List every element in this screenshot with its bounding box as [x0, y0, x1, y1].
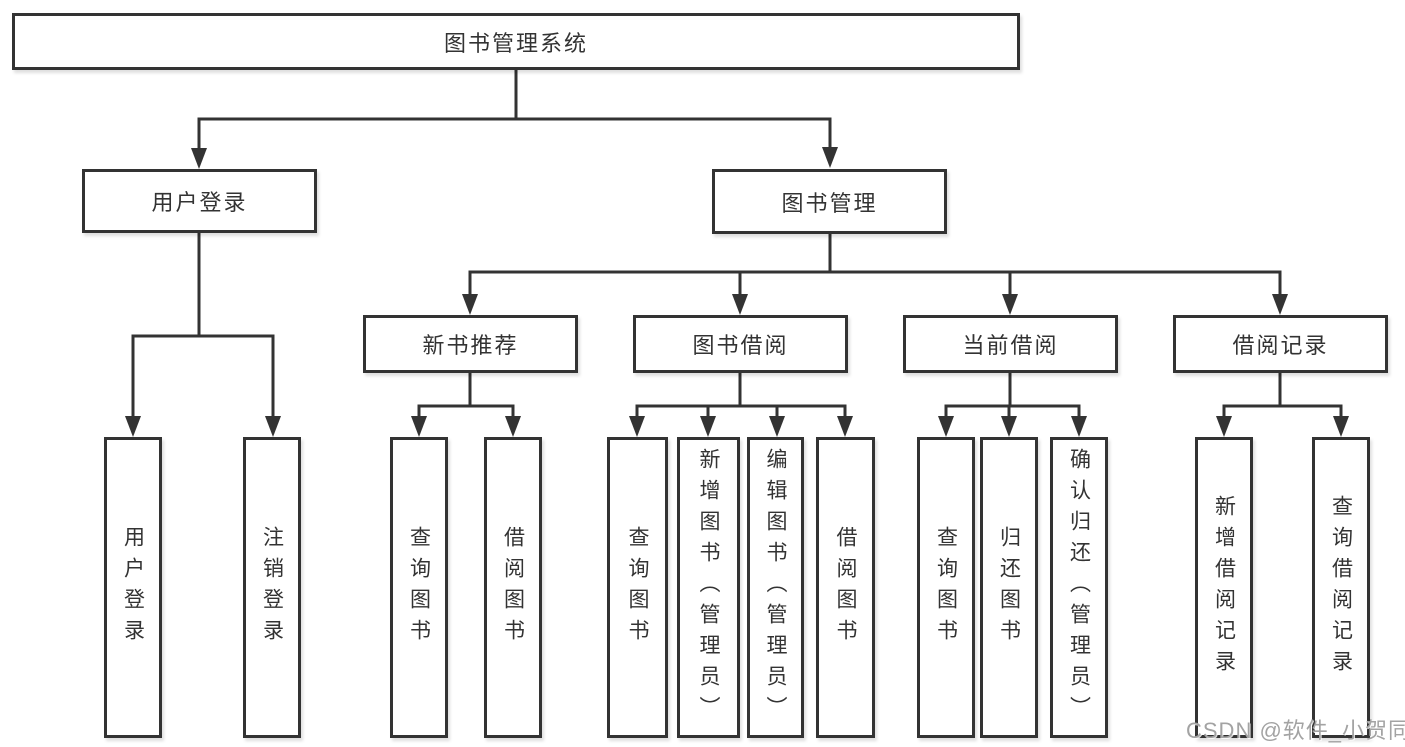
leaf-user-login-label: 用户登录 — [121, 525, 145, 650]
node-book-management-label: 图书管理 — [781, 190, 878, 216]
leaf-query-books-borrow-label: 查询图书 — [626, 525, 650, 650]
arrowheads — [125, 147, 1349, 437]
node-book-management: 图书管理 — [712, 169, 947, 234]
node-new-book-recommend-label: 新书推荐 — [422, 333, 519, 358]
node-current-borrow-label: 当前借阅 — [962, 333, 1059, 358]
leaf-query-books-recommend-label: 查询图书 — [407, 525, 431, 650]
leaf-add-books-admin-label: 新增图书（管理员） — [697, 448, 721, 727]
leaf-add-borrow-record-label: 新增借阅记录 — [1212, 494, 1236, 681]
root-node-label: 图书管理系统 — [443, 30, 588, 56]
root-node: 图书管理系统 — [12, 13, 1020, 70]
leaf-add-books-admin: 新增图书（管理员） — [677, 437, 740, 738]
node-current-borrow: 当前借阅 — [903, 315, 1118, 373]
leaf-borrow-books: 借阅图书 — [816, 437, 875, 738]
leaf-borrow-books-recommend: 借阅图书 — [484, 437, 542, 738]
node-book-borrow: 图书借阅 — [633, 315, 848, 373]
leaf-borrow-books-recommend-label: 借阅图书 — [501, 525, 525, 650]
leaf-return-books-label: 归还图书 — [997, 525, 1021, 650]
leaf-query-books-current-label: 查询图书 — [934, 525, 958, 650]
node-user-login: 用户登录 — [82, 169, 317, 233]
leaf-edit-books-admin: 编辑图书（管理员） — [747, 437, 804, 738]
leaf-query-borrow-record: 查询借阅记录 — [1312, 437, 1370, 738]
node-borrow-records-label: 借阅记录 — [1232, 333, 1329, 358]
leaf-query-borrow-record-label: 查询借阅记录 — [1329, 494, 1353, 681]
leaf-query-books-current: 查询图书 — [917, 437, 975, 738]
node-new-book-recommend: 新书推荐 — [363, 315, 578, 373]
leaf-return-books: 归还图书 — [980, 437, 1038, 738]
leaf-edit-books-admin-label: 编辑图书（管理员） — [764, 448, 788, 727]
leaf-confirm-return-admin: 确认归还（管理员） — [1050, 437, 1108, 738]
leaf-logout: 注销登录 — [243, 437, 301, 738]
leaf-user-login: 用户登录 — [104, 437, 162, 738]
leaf-query-books-recommend: 查询图书 — [390, 437, 448, 738]
node-borrow-records: 借阅记录 — [1173, 315, 1388, 373]
node-book-borrow-label: 图书借阅 — [692, 333, 789, 358]
node-user-login-label: 用户登录 — [151, 190, 248, 215]
leaf-borrow-books-label: 借阅图书 — [834, 525, 858, 650]
leaf-logout-label: 注销登录 — [260, 525, 284, 650]
csdn-watermark: CSDN @软件_小贺同学 — [1186, 718, 1405, 743]
leaf-add-borrow-record: 新增借阅记录 — [1195, 437, 1253, 738]
leaf-confirm-return-admin-label: 确认归还（管理员） — [1067, 448, 1091, 727]
leaf-query-books-borrow: 查询图书 — [607, 437, 668, 738]
